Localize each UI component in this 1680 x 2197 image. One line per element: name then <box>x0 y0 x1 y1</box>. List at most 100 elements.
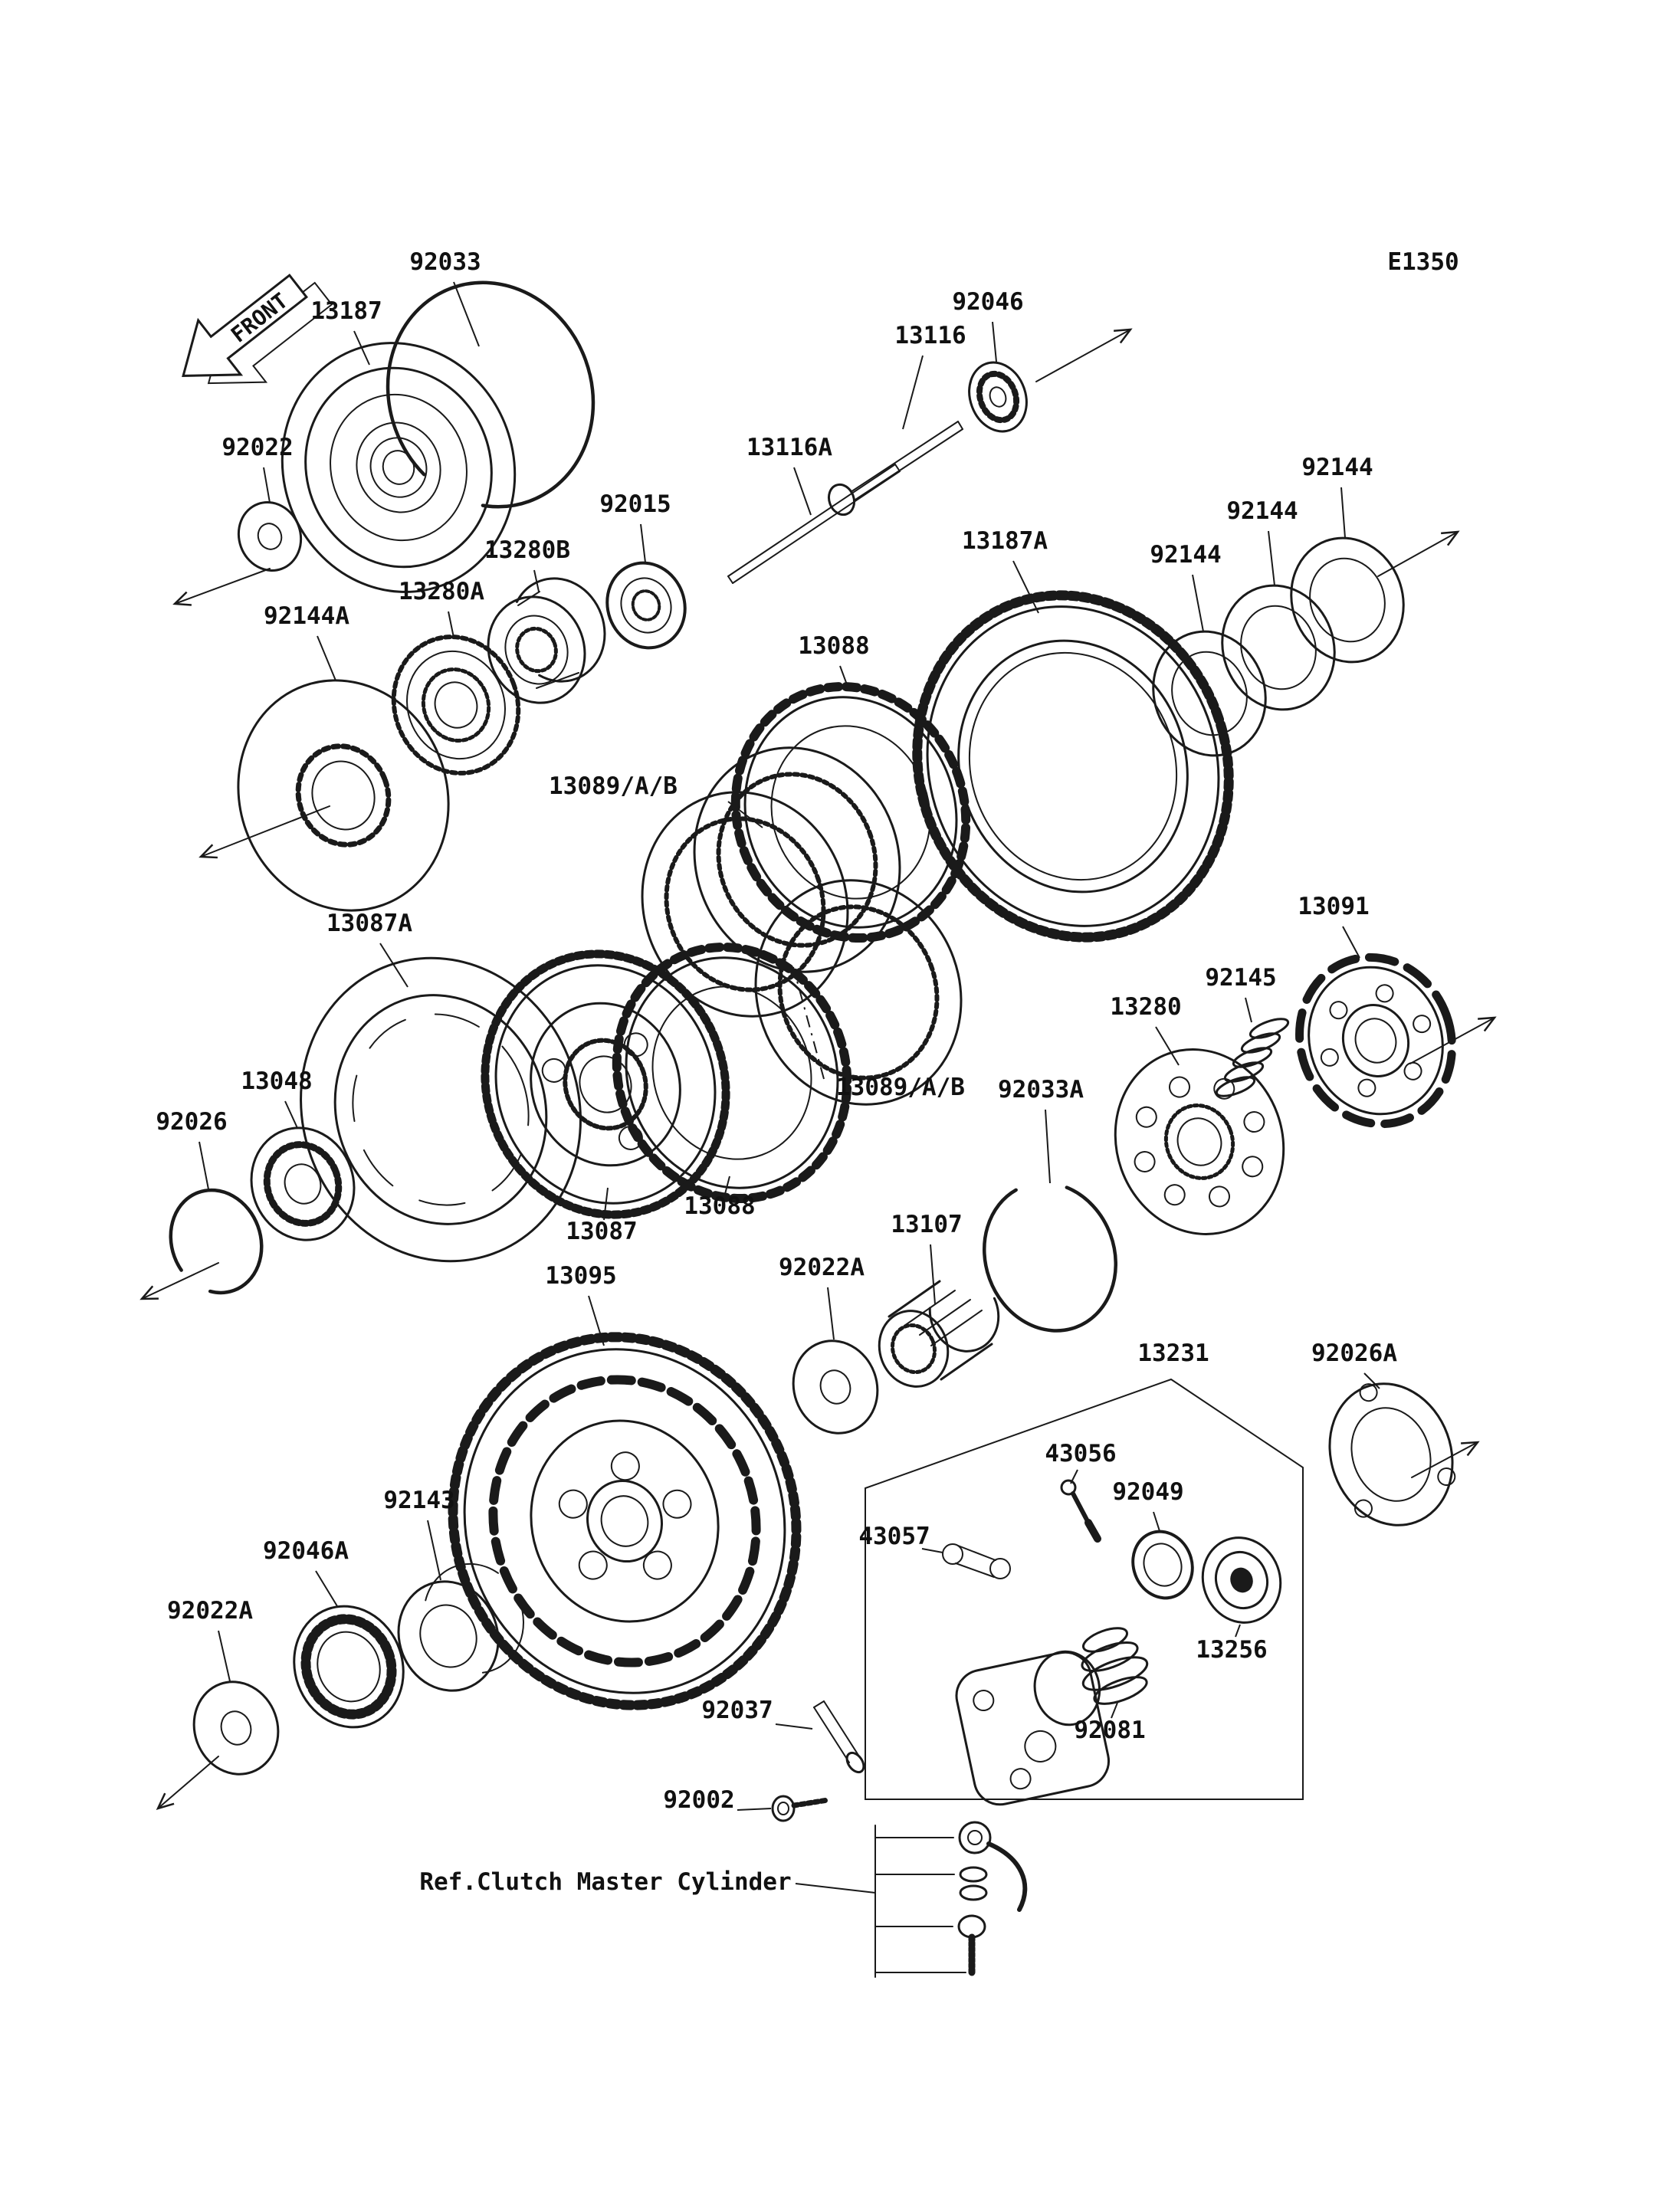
leader-43056-32 <box>1070 1469 1078 1484</box>
part-label-92143: 92143 <box>383 1487 454 1514</box>
part-label-13280b: 13280B <box>484 536 570 564</box>
leader-92145-23 <box>1245 997 1252 1023</box>
leader-13087a-17 <box>379 943 409 988</box>
part-92046a-drawing <box>293 1605 405 1729</box>
leader-13280a-5 <box>448 611 454 638</box>
leader-92049-34 <box>1153 1511 1160 1532</box>
part-43056-drawing <box>1060 1479 1101 1543</box>
part-92033a-drawing <box>982 1181 1118 1333</box>
leader-92033-1 <box>453 281 480 347</box>
part-label-92022: 92022 <box>221 434 293 461</box>
part-13116-drawing <box>827 421 963 516</box>
leader-92081-40 <box>1111 1702 1118 1719</box>
part-label-13048: 13048 <box>241 1067 312 1095</box>
part-labels: E135092033131879202292144A13280A13280B92… <box>156 248 1459 1896</box>
leader-92026-19 <box>199 1141 209 1190</box>
part-label-13088: 13088 <box>684 1192 755 1220</box>
part-label-92022a: 92022A <box>779 1254 865 1281</box>
part-label-43056: 43056 <box>1045 1440 1116 1467</box>
front-arrow: FRONT <box>182 274 333 385</box>
part-label-13231: 13231 <box>1137 1340 1209 1367</box>
part-13280a-drawing <box>391 635 521 776</box>
part-label-92144: 92144 <box>1301 454 1373 481</box>
leader-13087-25 <box>603 1187 609 1221</box>
part-label-92144: 92144 <box>1226 497 1298 525</box>
part-label-13087: 13087 <box>566 1218 637 1245</box>
part-92022a-bottom-drawing <box>192 1681 280 1776</box>
leader-13088-15 <box>839 665 848 687</box>
part-label-13280a: 13280A <box>399 578 484 605</box>
part-label-92046a: 92046A <box>263 1537 349 1565</box>
part-13280-drawing <box>1114 1048 1285 1235</box>
part-13116a-drawing <box>727 464 901 584</box>
leader-lines <box>199 281 1380 1894</box>
part-label-13091: 13091 <box>1298 893 1369 920</box>
part-label-13088: 13088 <box>798 632 869 660</box>
part-13187-drawing <box>281 342 517 593</box>
part-label-13089-a-b: 13089/A/B <box>836 1074 965 1101</box>
part-label-13187a: 13187A <box>962 527 1048 555</box>
leader-92144-12 <box>1192 574 1204 632</box>
part-label-92033a: 92033A <box>998 1076 1084 1103</box>
clutch-master-cylinder-ref-drawing <box>874 1821 1028 1978</box>
part-92022-drawing <box>237 501 303 572</box>
part-13107-drawing <box>878 1274 1000 1388</box>
leader-13089-a-b-16 <box>727 801 763 828</box>
leader-13091-24 <box>1342 926 1360 959</box>
part-92144-drawing <box>1152 536 1405 757</box>
leader-92046a-36 <box>315 1570 338 1607</box>
part-13048-drawing <box>250 1126 356 1241</box>
part-label-92037: 92037 <box>701 1697 773 1724</box>
part-label-92049: 92049 <box>1112 1478 1183 1506</box>
part-label-92002: 92002 <box>663 1786 734 1814</box>
part-label-92145: 92145 <box>1205 964 1276 992</box>
part-label-92015: 92015 <box>599 490 671 518</box>
leader-13256-38 <box>1235 1624 1241 1638</box>
part-13280b-drawing <box>487 577 606 704</box>
part-label-43057: 43057 <box>858 1523 930 1550</box>
part-92144a-drawing <box>237 679 450 912</box>
part-13231-frame <box>865 1379 1304 1800</box>
leader-ref-clutch-master-cylinder-42 <box>795 1883 876 1894</box>
leader-43057-33 <box>921 1548 943 1553</box>
part-13089-drawing <box>641 746 963 1106</box>
part-label-13280: 13280 <box>1110 993 1181 1021</box>
part-label-92022a: 92022A <box>167 1597 253 1625</box>
leader-13107-27 <box>930 1244 936 1305</box>
leader-13095-29 <box>588 1295 605 1346</box>
leader-92144-13 <box>1268 530 1275 586</box>
part-label-13095: 13095 <box>545 1262 616 1290</box>
leader-92022a-28 <box>827 1287 835 1340</box>
leader-92026a-31 <box>1363 1372 1380 1389</box>
part-label-13089-a-b: 13089/A/B <box>549 772 678 800</box>
leader-92002-41 <box>737 1808 772 1811</box>
part-13087-drawing <box>481 949 730 1219</box>
leader-13187a-11 <box>1012 560 1039 614</box>
leader-92144-14 <box>1340 487 1346 539</box>
leader-92144a-4 <box>317 635 336 681</box>
leader-92037-39 <box>775 1723 813 1730</box>
leader-92143-35 <box>427 1520 441 1581</box>
direction-arrows <box>139 328 1497 1810</box>
leader-92022a-37 <box>218 1630 231 1682</box>
part-label-92026a: 92026A <box>1311 1340 1397 1367</box>
part-label-92144: 92144 <box>1150 541 1221 569</box>
part-92143-drawing <box>397 1562 524 1692</box>
part-92145-drawing <box>1215 1018 1290 1097</box>
leader-92033a-21 <box>1045 1109 1051 1184</box>
part-label-13116: 13116 <box>894 322 966 349</box>
part-label-92046: 92046 <box>952 288 1023 316</box>
leader-13280b-6 <box>533 569 540 592</box>
leader-13088-26 <box>724 1176 730 1195</box>
part-13091-drawing <box>1295 953 1456 1129</box>
part-92015-drawing <box>605 561 687 650</box>
part-92049-drawing <box>1131 1530 1194 1600</box>
part-label-e1350: E1350 <box>1387 248 1459 276</box>
leader-13116a-8 <box>793 467 812 516</box>
part-13088-drawing <box>612 682 971 1203</box>
part-13095-drawing <box>448 1332 802 1710</box>
part-label-13107: 13107 <box>891 1211 962 1238</box>
part-92046-drawing <box>968 361 1028 433</box>
part-92022a-upper-drawing <box>792 1340 879 1435</box>
